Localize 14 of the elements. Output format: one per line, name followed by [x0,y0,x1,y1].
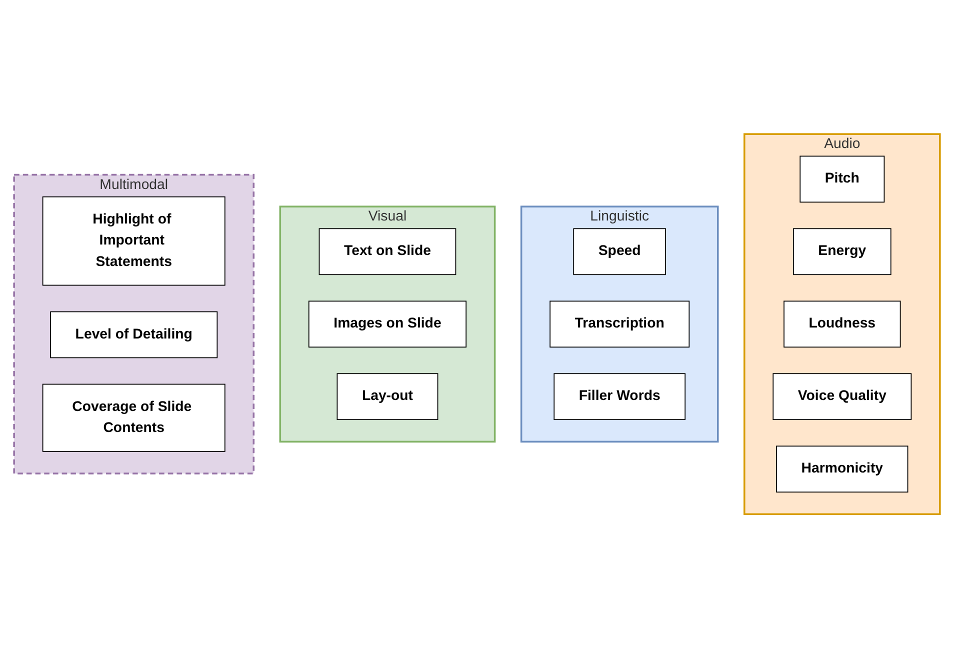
node-box: Harmonicity [776,446,908,492]
node-box: Speed [573,228,666,275]
node-box: Filler Words [554,373,686,420]
node-box: Pitch [800,156,885,202]
node-box: Voice Quality [772,373,912,420]
node-box: Level of Detailing [50,311,218,358]
node-box: Transcription [550,300,690,348]
node-box: Loudness [784,300,901,348]
node-box: Lay-out [336,373,438,420]
node-box: Text on Slide [318,228,456,275]
node-box: Highlight of Important Statements [42,196,226,286]
node-box: Coverage of Slide Contents [42,384,226,452]
node-box: Energy [792,228,892,275]
node-box: Images on Slide [308,300,466,348]
